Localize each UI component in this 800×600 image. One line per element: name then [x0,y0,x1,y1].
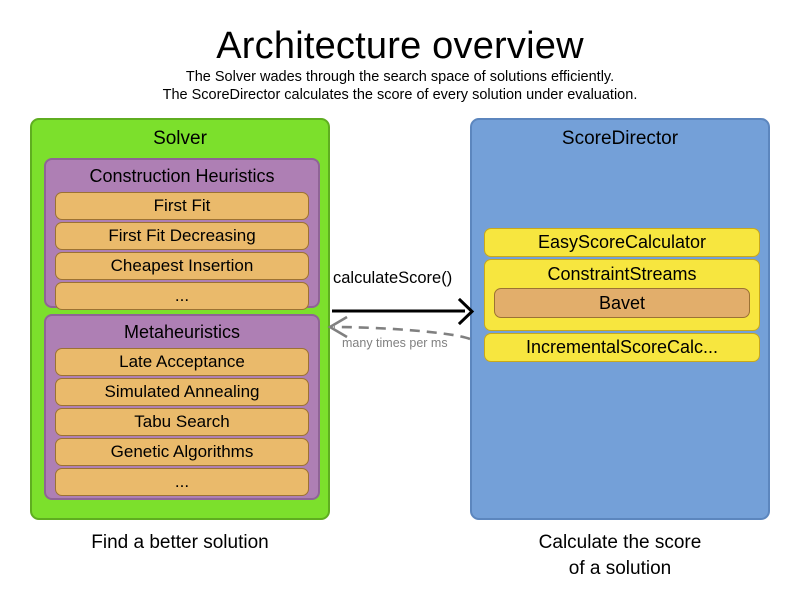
group-construction-heuristics-title: Construction Heuristics [89,166,275,186]
subtitle-line-2: The ScoreDirector calculates the score o… [162,87,638,103]
caption-solver: Find a better solution [91,532,269,553]
solver-panel[interactable]: Solver Construction Heuristics First Fit… [30,118,330,520]
return-arrow-icon [327,315,471,341]
page-title: Architecture overview [216,25,584,67]
constraint-streams-label: ConstraintStreams [547,264,697,284]
subtitle-line-1: The Solver wades through the search spac… [185,69,615,85]
arrow-label-many-times-per-ms: many times per ms [342,336,448,350]
solver-panel-title: Solver [153,128,207,149]
forward-arrow-icon [332,297,475,326]
score-calculator-list: EasyScoreCalculator ConstraintStreams Ba… [484,228,760,364]
list-item[interactable]: Simulated Annealing [55,378,309,406]
list-item-constraint-streams[interactable]: ConstraintStreams Bavet [484,259,760,331]
caption-score-director-line-1: Calculate the score [538,532,702,553]
caption-score-director: Calculate the score of a solution [470,530,770,582]
list-item[interactable]: Genetic Algorithms [55,438,309,466]
group-metaheuristics[interactable]: Metaheuristics Late Acceptance Simulated… [44,314,320,500]
list-item[interactable]: Tabu Search [55,408,309,436]
list-item[interactable]: ... [55,468,309,496]
group-construction-heuristics[interactable]: Construction Heuristics First Fit First … [44,158,320,310]
list-item-bavet[interactable]: Bavet [494,288,750,318]
list-item-easy-score-calculator[interactable]: EasyScoreCalculator [484,228,760,257]
list-item[interactable]: Late Acceptance [55,348,309,376]
arrow-svg [327,297,475,341]
arrow-group: calculateScore() many times per ms [320,255,485,360]
group-metaheuristics-title: Metaheuristics [123,322,241,342]
list-item-incremental-score-calculator[interactable]: IncrementalScoreCalc... [484,333,760,362]
group-construction-heuristics-items: First Fit First Fit Decreasing Cheapest … [55,192,309,310]
arrow-label-calculate-score: calculateScore() [333,269,453,287]
list-item[interactable]: Cheapest Insertion [55,252,309,280]
score-director-panel-title: ScoreDirector [561,128,679,149]
caption-score-director-line-2: of a solution [568,558,672,579]
list-item[interactable]: First Fit [55,192,309,220]
list-item[interactable]: ... [55,282,309,310]
list-item[interactable]: First Fit Decreasing [55,222,309,250]
page-subtitle: The Solver wades through the search spac… [0,68,800,104]
score-director-panel[interactable]: ScoreDirector EasyScoreCalculator Constr… [470,118,770,520]
group-metaheuristics-items: Late Acceptance Simulated Annealing Tabu… [55,348,309,496]
